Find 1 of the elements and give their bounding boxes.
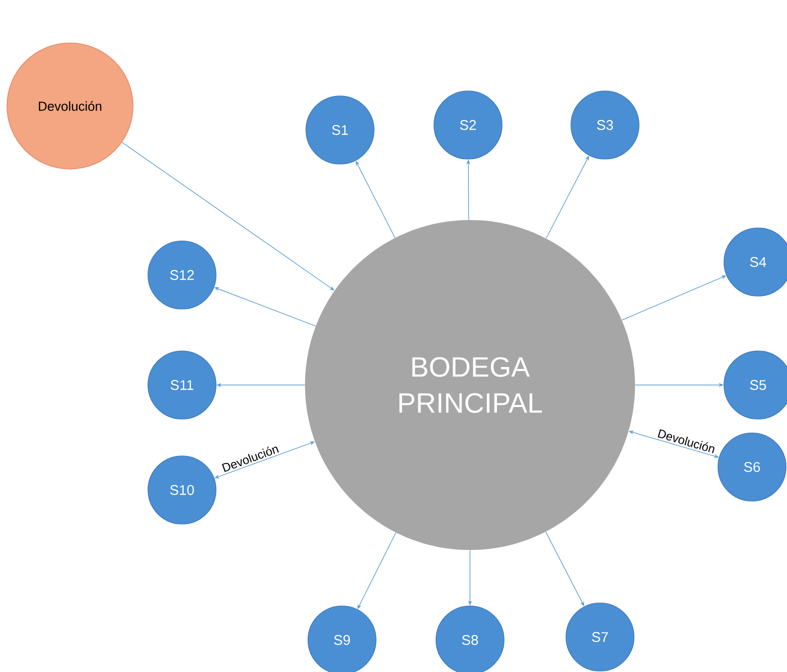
arrow — [122, 142, 334, 290]
